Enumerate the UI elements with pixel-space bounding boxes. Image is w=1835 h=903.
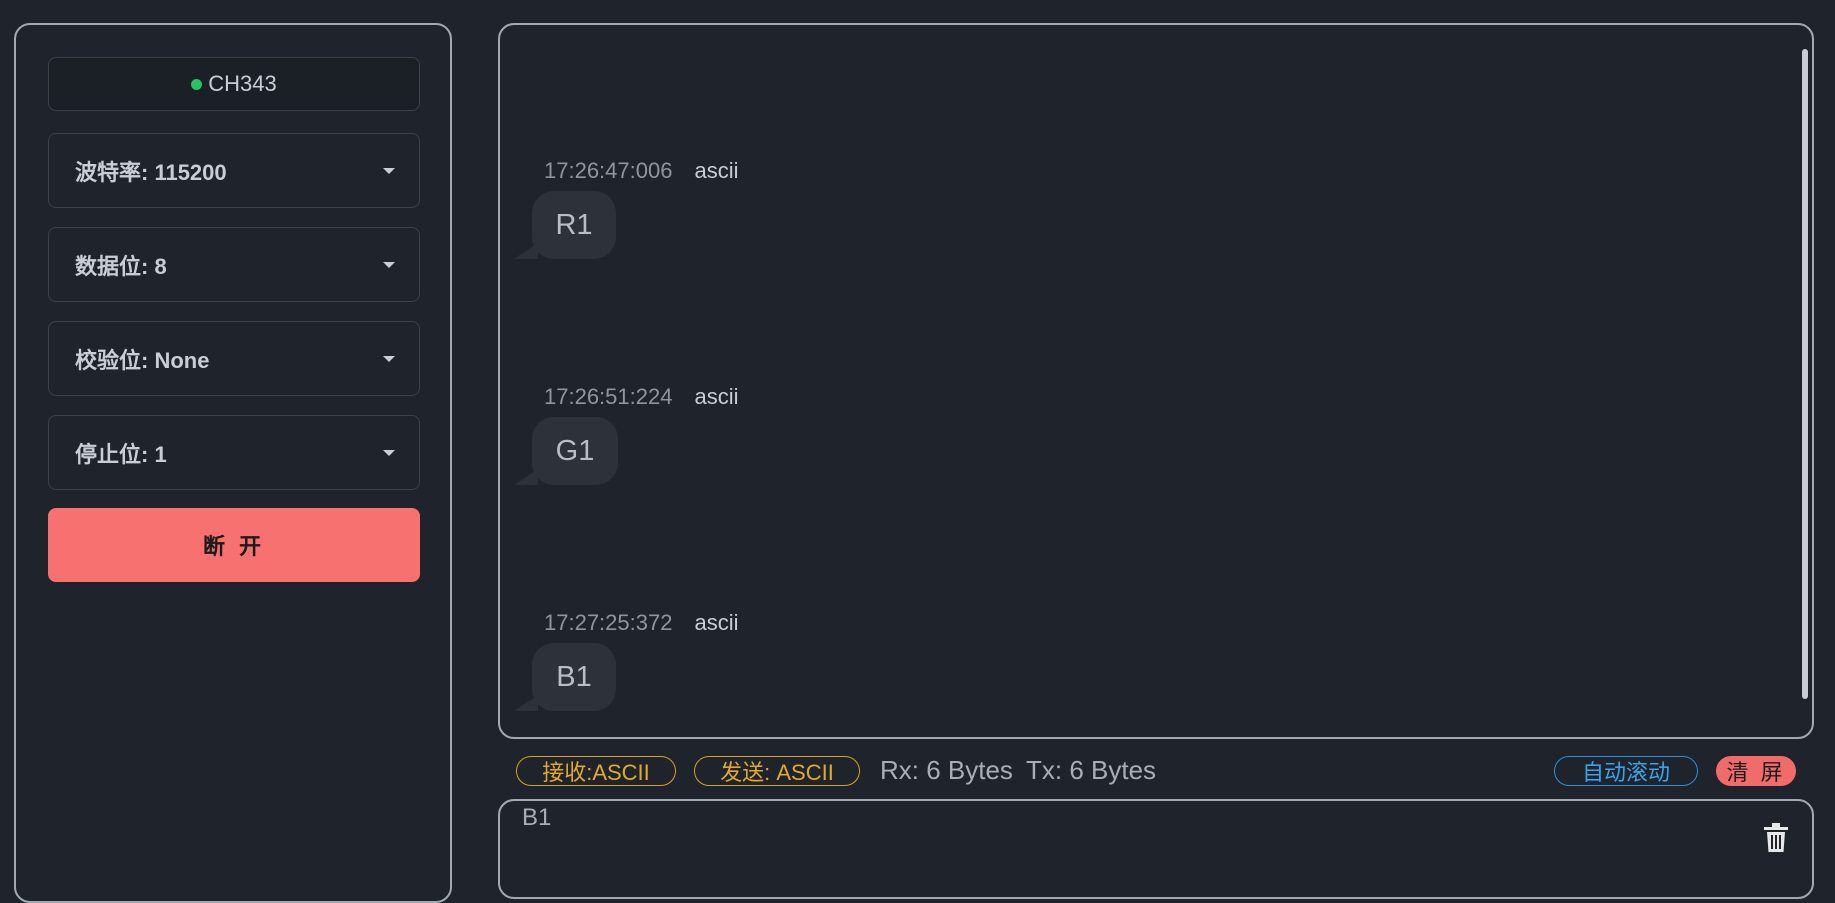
message-bubble: G1 [532, 417, 618, 485]
tx-mode-toggle[interactable]: 发送: ASCII [694, 756, 860, 786]
message-bubble: R1 [532, 191, 616, 259]
bubble-tail [514, 469, 538, 485]
send-input[interactable] [520, 803, 1724, 833]
bubble-tail [514, 695, 538, 711]
message-encoding: ascii [694, 610, 739, 635]
connection-status-dot [191, 78, 203, 90]
chevron-down-icon [383, 450, 395, 456]
message-encoding: ascii [694, 158, 739, 183]
parity-select[interactable]: 校验位: None [48, 321, 420, 396]
clear-screen-button[interactable]: 清 屏 [1716, 756, 1796, 786]
disconnect-button[interactable]: 断 开 [48, 508, 420, 582]
rx-mode-toggle[interactable]: 接收:ASCII [516, 756, 676, 786]
trash-icon[interactable] [1762, 823, 1790, 853]
chevron-down-icon [383, 262, 395, 268]
port-name: CH343 [208, 71, 277, 96]
rx-byte-count: Rx: 6 Bytes [880, 755, 1013, 785]
data-bits-label: 数据位: 8 [75, 253, 167, 279]
stop-bits-label: 停止位: 1 [75, 441, 167, 467]
message-time: 17:26:51:224 [544, 384, 673, 409]
port-selector[interactable]: CH343 [48, 57, 420, 111]
data-bits-select[interactable]: 数据位: 8 [48, 227, 420, 302]
message-encoding: ascii [694, 384, 739, 409]
parity-label: 校验位: None [75, 347, 210, 373]
autoscroll-toggle[interactable]: 自动滚动 [1554, 756, 1698, 786]
message-meta: 17:26:51:224 ascii [544, 384, 738, 410]
message-meta: 17:27:25:372 ascii [544, 610, 738, 636]
message-log[interactable]: 17:26:46:997asciiR117:26:47:006asciiR117… [498, 23, 1814, 739]
serial-settings-panel: CH343 波特率: 115200 数据位: 8 校验位: None 停止位: … [14, 23, 452, 903]
scrollbar[interactable] [1802, 49, 1808, 699]
stop-bits-select[interactable]: 停止位: 1 [48, 415, 420, 490]
chevron-down-icon [383, 356, 395, 362]
message-time: 17:27:25:372 [544, 610, 673, 635]
message-meta: 17:26:47:006 ascii [544, 158, 738, 184]
baud-rate-select[interactable]: 波特率: 115200 [48, 133, 420, 208]
chevron-down-icon [383, 168, 395, 174]
baud-rate-label: 波特率: 115200 [75, 159, 227, 185]
message-time: 17:26:47:006 [544, 158, 673, 183]
send-input-box[interactable] [498, 799, 1814, 899]
tx-byte-count: Tx: 6 Bytes [1026, 755, 1157, 785]
bubble-tail [514, 243, 538, 259]
message-bubble: B1 [532, 643, 616, 711]
